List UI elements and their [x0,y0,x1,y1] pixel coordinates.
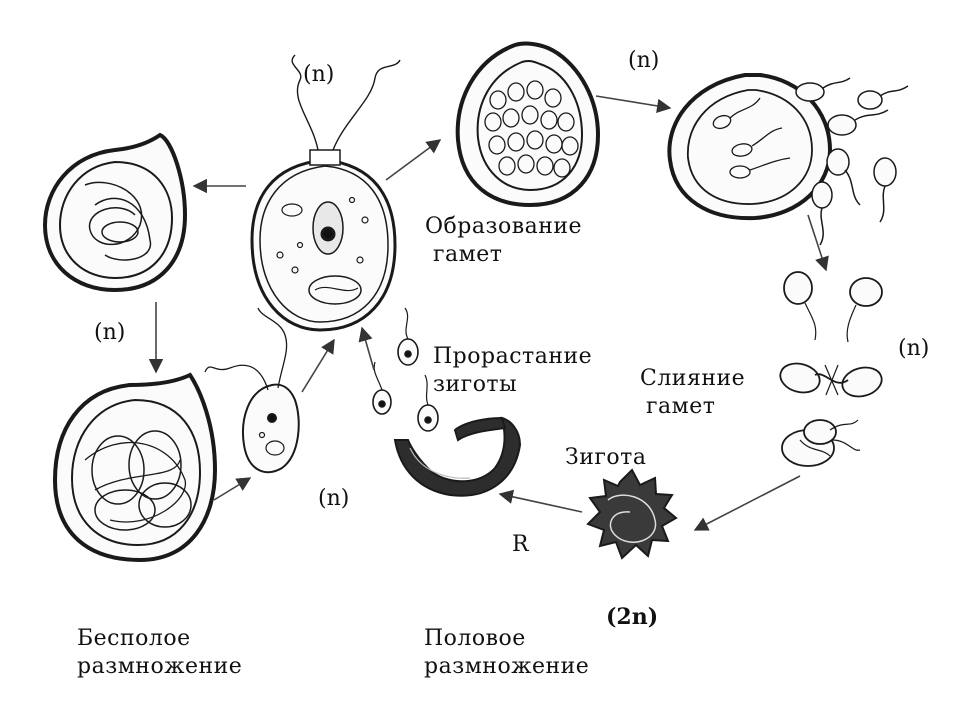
gametogenesis-line-1: Образование [425,214,583,239]
sporangium-zoospores-top [42,132,188,293]
arrow-to-gametangium [385,139,442,181]
ploidy-label-fusion: (n) [898,336,930,361]
fused-gametes [781,419,861,467]
released-gametes [795,77,909,246]
ploidy-label-zygote: (2n) [606,604,659,630]
arrow-zoospore-to-cell [301,338,335,393]
sexual-line-1: Половое [424,626,526,651]
germinating-zygote [393,416,522,497]
asexual-line-1: Бесполое [77,626,191,651]
sexual-reproduction-label: Половое размножение [424,625,589,681]
gametangium [455,41,601,208]
germination-line-1: Прорастание [433,344,593,369]
germination-label: Прорастание зиготы [433,343,592,399]
ploidy-label-sporangium: (n) [94,320,126,345]
gametogenesis-label: Образование гамет [425,213,582,269]
gametes-pairing [783,271,883,343]
arrow-to-zoospore [213,477,252,501]
reduction-label: R [512,532,530,557]
ploidy-label-zoospore: (n) [318,486,350,511]
gametogenesis-line-2: гамет [433,242,503,267]
zygote [586,468,678,560]
germination-line-2: зиготы [433,372,518,397]
gametangium-releasing [667,73,833,221]
arrow-reduction [498,489,583,513]
fusion-line-1: Слияние [640,366,746,391]
free-zoospore [204,307,300,474]
fusion-line-2: гамет [646,394,716,419]
gamete-fusion [779,362,883,398]
ploidy-label-cell: (n) [303,62,335,87]
zygote-label: Зигота [565,445,647,470]
cycle-arrows [148,95,829,531]
fusion-label: Слияние гамет [640,365,745,421]
asexual-line-2: размножение [77,654,243,679]
vegetative-cell [250,54,401,332]
sexual-line-2: размножение [424,654,590,679]
arrow-to-release [595,95,672,114]
arrow-to-cell [358,326,375,371]
arrow-to-zygote [693,475,801,531]
sporangium-zoospores-bottom [52,372,218,563]
germination-zoospores [372,307,439,432]
ploidy-label-gametes: (n) [628,48,660,73]
asexual-reproduction-label: Бесполое размножение [77,625,242,681]
arrow-to-pairing [807,214,829,272]
